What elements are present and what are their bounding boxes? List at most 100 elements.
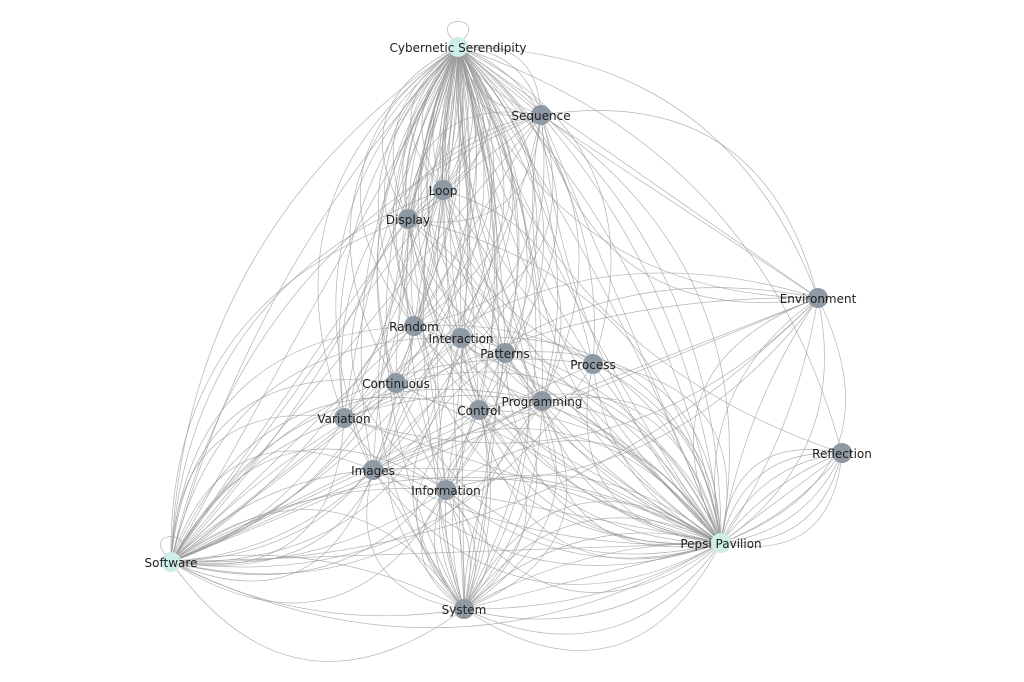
edge-cybernetic-serendipity-reflection <box>457 46 843 454</box>
edge-variation-software <box>170 414 345 563</box>
edge-interaction-software <box>170 337 462 563</box>
node-software[interactable] <box>161 552 181 572</box>
edge-sequence-display <box>407 111 542 220</box>
edge-random-pepsi-pavilion <box>413 325 722 544</box>
edge-interaction-software <box>170 337 462 563</box>
edge-sequence-pepsi-pavilion <box>540 114 730 544</box>
node-interaction[interactable] <box>451 328 471 348</box>
node-label-loop: Loop <box>429 184 458 198</box>
edge-reflection-pepsi-pavilion <box>720 452 843 544</box>
edge-cybernetic-serendipity-software <box>170 46 459 563</box>
edge-programming-software <box>170 400 543 563</box>
edge-information-system <box>445 489 465 610</box>
edge-environment-software <box>170 297 819 563</box>
edge-images-system <box>372 469 471 610</box>
edge-process-pepsi-pavilion <box>592 363 728 544</box>
edge-software-system <box>170 561 465 662</box>
node-display[interactable] <box>398 209 418 229</box>
edge-display-pepsi-pavilion <box>407 218 722 544</box>
edge-display-pepsi-pavilion <box>407 218 722 544</box>
node-reflection[interactable] <box>832 443 852 463</box>
edge-cybernetic-serendipity-pepsi-pavilion <box>457 46 722 544</box>
node-cybernetic-serendipity[interactable] <box>448 37 468 57</box>
edge-cybernetic-serendipity-system <box>457 46 499 610</box>
node-control[interactable] <box>469 400 489 420</box>
node-continuous[interactable] <box>386 373 406 393</box>
node-pepsi-pavilion[interactable] <box>711 533 731 553</box>
self-loop-software <box>160 536 182 557</box>
edge-loop-software <box>170 189 444 563</box>
edge-reflection-pepsi-pavilion <box>720 452 843 544</box>
edge-cybernetic-serendipity-control <box>457 46 480 411</box>
node-label-software: Software <box>145 556 198 570</box>
edge-cybernetic-serendipity-interaction <box>427 46 462 339</box>
edge-cybernetic-serendipity-variation <box>317 46 459 419</box>
edge-pepsi-pavilion-software <box>170 542 722 563</box>
node-sequence[interactable] <box>531 105 551 125</box>
node-label-system: System <box>442 603 487 617</box>
edge-loop-system <box>442 189 465 610</box>
edge-cybernetic-serendipity-process <box>457 46 595 365</box>
edge-random-images <box>351 325 415 471</box>
edge-display-software <box>170 218 409 563</box>
node-random[interactable] <box>404 316 424 336</box>
node-images[interactable] <box>363 460 383 480</box>
edge-loop-programming <box>442 189 543 402</box>
edge-environment-pepsi-pavilion <box>720 297 819 544</box>
edge-control-pepsi-pavilion <box>478 409 722 544</box>
edge-sequence-random <box>413 114 542 327</box>
edge-patterns-system <box>412 352 506 610</box>
node-label-continuous: Continuous <box>362 377 430 391</box>
node-variation[interactable] <box>334 408 354 428</box>
edge-reflection-pepsi-pavilion <box>720 452 843 544</box>
edge-cybernetic-serendipity-display <box>402 46 459 220</box>
edge-sequence-pepsi-pavilion <box>540 114 722 544</box>
edge-cybernetic-serendipity-process <box>439 46 594 365</box>
edge-sequence-software <box>170 114 542 563</box>
node-programming[interactable] <box>532 391 552 411</box>
edge-pepsi-pavilion-system <box>463 542 722 620</box>
node-loop[interactable] <box>433 180 453 200</box>
node-information[interactable] <box>436 480 456 500</box>
edge-pepsi-pavilion-system <box>463 542 722 610</box>
node-system[interactable] <box>454 599 474 619</box>
node-label-images: Images <box>351 464 395 478</box>
edge-cybernetic-serendipity-variation <box>343 46 459 419</box>
node-environment[interactable] <box>808 288 828 308</box>
edge-cybernetic-serendipity-information <box>406 46 459 491</box>
edge-cybernetic-serendipity-images <box>360 46 459 471</box>
edge-sequence-display <box>407 114 542 220</box>
edge-images-pepsi-pavilion <box>372 469 722 585</box>
labels-layer: Cybernetic SerendipitySequenceLoopDispla… <box>145 41 872 617</box>
edge-information-pepsi-pavilion <box>445 440 722 544</box>
edge-cybernetic-serendipity-pepsi-pavilion <box>457 46 722 544</box>
edge-loop-programming <box>423 189 543 402</box>
edge-information-pepsi-pavilion <box>445 489 722 593</box>
edge-display-pepsi-pavilion <box>407 218 722 544</box>
edge-information-system <box>445 489 476 610</box>
edge-images-software <box>170 469 374 563</box>
edge-continuous-software <box>170 382 397 563</box>
edge-control-pepsi-pavilion <box>478 409 722 544</box>
edge-information-system <box>434 489 465 610</box>
node-label-cybernetic-serendipity: Cybernetic Serendipity <box>389 41 526 55</box>
node-process[interactable] <box>583 354 603 374</box>
edge-software-system <box>170 561 465 617</box>
edge-information-software <box>170 488 447 563</box>
edge-cybernetic-serendipity-interaction <box>457 46 471 339</box>
edge-sequence-pepsi-pavilion <box>532 114 722 544</box>
edge-reflection-pepsi-pavilion <box>720 452 843 544</box>
edge-environment-pepsi-pavilion <box>720 297 819 544</box>
edge-interaction-system <box>387 337 465 610</box>
node-label-sequence: Sequence <box>511 109 570 123</box>
edge-control-system <box>463 409 491 610</box>
edge-cybernetic-serendipity-process <box>457 46 594 365</box>
edge-programming-pepsi-pavilion <box>541 400 722 544</box>
edge-display-information <box>351 218 447 491</box>
edge-cybernetic-serendipity-continuous <box>395 46 459 384</box>
node-label-patterns: Patterns <box>480 347 529 361</box>
node-patterns[interactable] <box>495 343 515 363</box>
edge-patterns-pepsi-pavilion <box>504 352 722 545</box>
edge-cybernetic-serendipity-software <box>170 46 459 563</box>
node-label-display: Display <box>386 213 430 227</box>
